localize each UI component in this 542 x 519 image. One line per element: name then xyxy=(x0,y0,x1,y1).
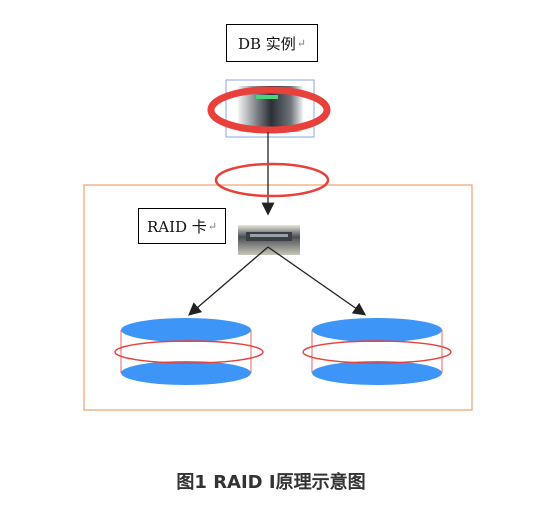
arrow-raid-to-disk-left xyxy=(188,246,269,316)
link-highlight-ring xyxy=(214,162,330,198)
disk-icon xyxy=(302,318,452,385)
raid-card-icon xyxy=(238,225,300,255)
db-icon-frame xyxy=(225,79,315,138)
db-instance-label-text: DB 实例 xyxy=(237,34,296,53)
arrow-raid-to-disk-right xyxy=(267,246,367,316)
db-highlight-ring xyxy=(207,86,331,134)
disk-icon xyxy=(114,318,264,385)
raid-card-label-text: RAID 卡 xyxy=(146,217,207,236)
db-instance-label: DB 实例↵ xyxy=(226,24,318,62)
return-mark: ↵ xyxy=(296,36,307,50)
raid-card-label: RAID 卡↵ xyxy=(138,208,226,244)
return-mark: ↵ xyxy=(207,219,218,233)
figure-caption: 图1 RAID I原理示意图 xyxy=(176,472,366,493)
raid-container xyxy=(83,184,473,411)
